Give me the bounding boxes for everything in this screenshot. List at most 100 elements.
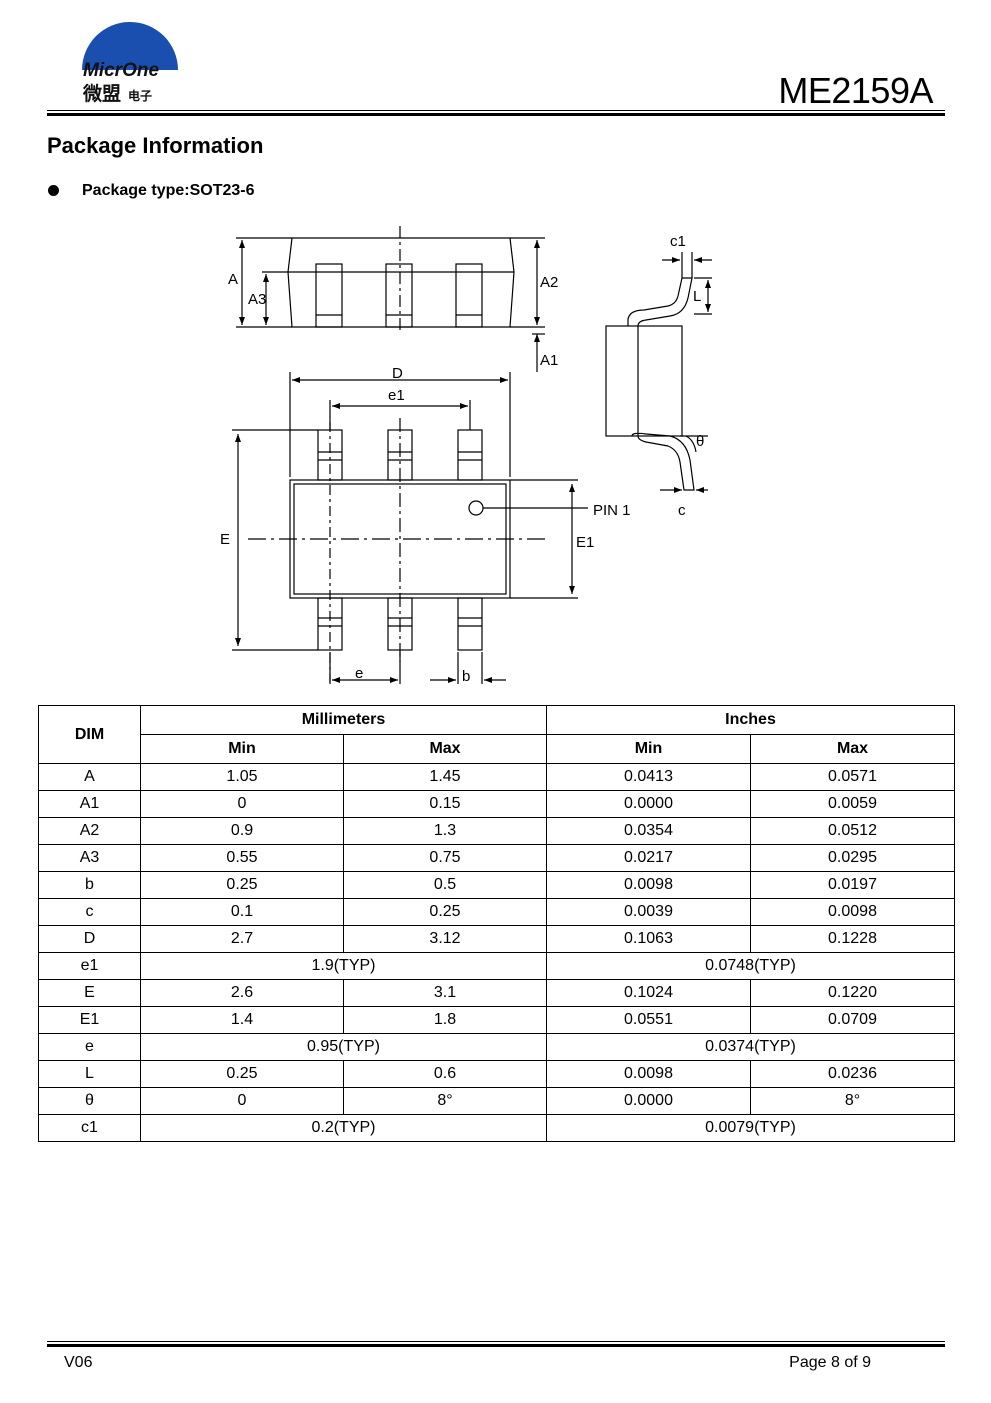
cell-mm-min: 0.55 <box>140 844 344 872</box>
cell-in-min: 0.1063 <box>546 925 751 953</box>
cell-mm-max: 1.45 <box>343 763 547 791</box>
logo-text-en: MicrOne <box>83 60 159 81</box>
header-rule-thick <box>47 113 945 116</box>
inches-header: Inches <box>546 705 955 735</box>
cell-dim: b <box>38 871 141 899</box>
cell-mm-typ: 0.2(TYP) <box>140 1114 547 1142</box>
cell-mm-min: 0 <box>140 1087 344 1115</box>
cell-dim: θ <box>38 1087 141 1115</box>
cell-dim: e <box>38 1033 141 1061</box>
cell-dim: E1 <box>38 1006 141 1034</box>
cell-in-min: 0.0098 <box>546 1060 751 1088</box>
cell-mm-max: 0.5 <box>343 871 547 899</box>
cell-in-typ: 0.0748(TYP) <box>546 952 955 980</box>
label-theta: θ <box>696 433 704 450</box>
cell-in-min: 0.0551 <box>546 1006 751 1034</box>
cell-mm-min: 1.05 <box>140 763 344 791</box>
cell-dim: A3 <box>38 844 141 872</box>
package-type: Package type:SOT23-6 <box>82 182 255 199</box>
cell-in-max: 0.0709 <box>750 1006 955 1034</box>
cell-mm-max: 1.8 <box>343 1006 547 1034</box>
cell-in-min: 0.0413 <box>546 763 751 791</box>
cell-mm-max: 1.3 <box>343 817 547 845</box>
label-E1: E1 <box>576 534 594 551</box>
cell-mm-max: 0.25 <box>343 898 547 926</box>
label-pin1: PIN 1 <box>593 502 631 519</box>
label-D: D <box>392 365 403 382</box>
cell-mm-min: 1.4 <box>140 1006 344 1034</box>
label-c1: c1 <box>670 233 686 250</box>
section-title: Package Information <box>47 133 264 158</box>
cell-dim: e1 <box>38 952 141 980</box>
cell-mm-max: 8° <box>343 1087 547 1115</box>
in-min-header: Min <box>546 734 751 764</box>
bullet-icon <box>48 185 59 196</box>
label-c: c <box>678 502 686 519</box>
label-A2: A2 <box>540 274 558 291</box>
cell-in-min: 0.0217 <box>546 844 751 872</box>
cell-mm-min: 2.6 <box>140 979 344 1007</box>
cell-mm-min: 0.25 <box>140 1060 344 1088</box>
cell-in-max: 0.0512 <box>750 817 955 845</box>
cell-in-max: 0.0059 <box>750 790 955 818</box>
label-e1: e1 <box>388 387 405 404</box>
cell-in-min: 0.0000 <box>546 1087 751 1115</box>
footer-rule-thin <box>47 1341 945 1342</box>
cell-dim: A1 <box>38 790 141 818</box>
cell-dim: c1 <box>38 1114 141 1142</box>
cell-in-max: 0.0295 <box>750 844 955 872</box>
company-logo: MicrOne 微盟 电子 <box>80 18 180 106</box>
footer-rule-thick <box>47 1344 945 1347</box>
cell-in-typ: 0.0079(TYP) <box>546 1114 955 1142</box>
cell-in-max: 0.0197 <box>750 871 955 899</box>
cell-in-max: 0.1220 <box>750 979 955 1007</box>
cell-in-max: 0.0236 <box>750 1060 955 1088</box>
logo-text-cn: 微盟 <box>82 82 121 105</box>
cell-dim: L <box>38 1060 141 1088</box>
package-drawing: A A3 A2 A1 D e1 E E1 PIN 1 e b c1 L θ c <box>200 222 780 692</box>
cell-mm-max: 0.75 <box>343 844 547 872</box>
cell-dim: A <box>38 763 141 791</box>
cell-mm-max: 3.12 <box>343 925 547 953</box>
cell-in-min: 0.1024 <box>546 979 751 1007</box>
cell-mm-min: 0 <box>140 790 344 818</box>
cell-in-max: 0.1228 <box>750 925 955 953</box>
cell-mm-min: 0.9 <box>140 817 344 845</box>
cell-dim: A2 <box>38 817 141 845</box>
label-b: b <box>462 668 470 685</box>
cell-in-max: 0.0571 <box>750 763 955 791</box>
cell-mm-typ: 1.9(TYP) <box>140 952 547 980</box>
cell-in-typ: 0.0374(TYP) <box>546 1033 955 1061</box>
cell-dim: E <box>38 979 141 1007</box>
cell-mm-min: 0.25 <box>140 871 344 899</box>
cell-mm-max: 0.6 <box>343 1060 547 1088</box>
label-E: E <box>220 531 230 548</box>
cell-mm-typ: 0.95(TYP) <box>140 1033 547 1061</box>
cell-dim: D <box>38 925 141 953</box>
cell-in-min: 0.0000 <box>546 790 751 818</box>
dimension-table: DIM Millimeters Inches Min Max Min Max A… <box>38 705 955 1142</box>
mm-max-header: Max <box>343 734 547 764</box>
millimeters-header: Millimeters <box>140 705 547 735</box>
cell-mm-max: 0.15 <box>343 790 547 818</box>
label-A1: A1 <box>540 352 558 369</box>
cell-in-min: 0.0098 <box>546 871 751 899</box>
cell-dim: c <box>38 898 141 926</box>
logo-text-cn-small: 电子 <box>128 88 152 103</box>
cell-mm-min: 0.1 <box>140 898 344 926</box>
label-e: e <box>355 665 363 682</box>
label-A: A <box>228 271 238 288</box>
cell-mm-min: 2.7 <box>140 925 344 953</box>
